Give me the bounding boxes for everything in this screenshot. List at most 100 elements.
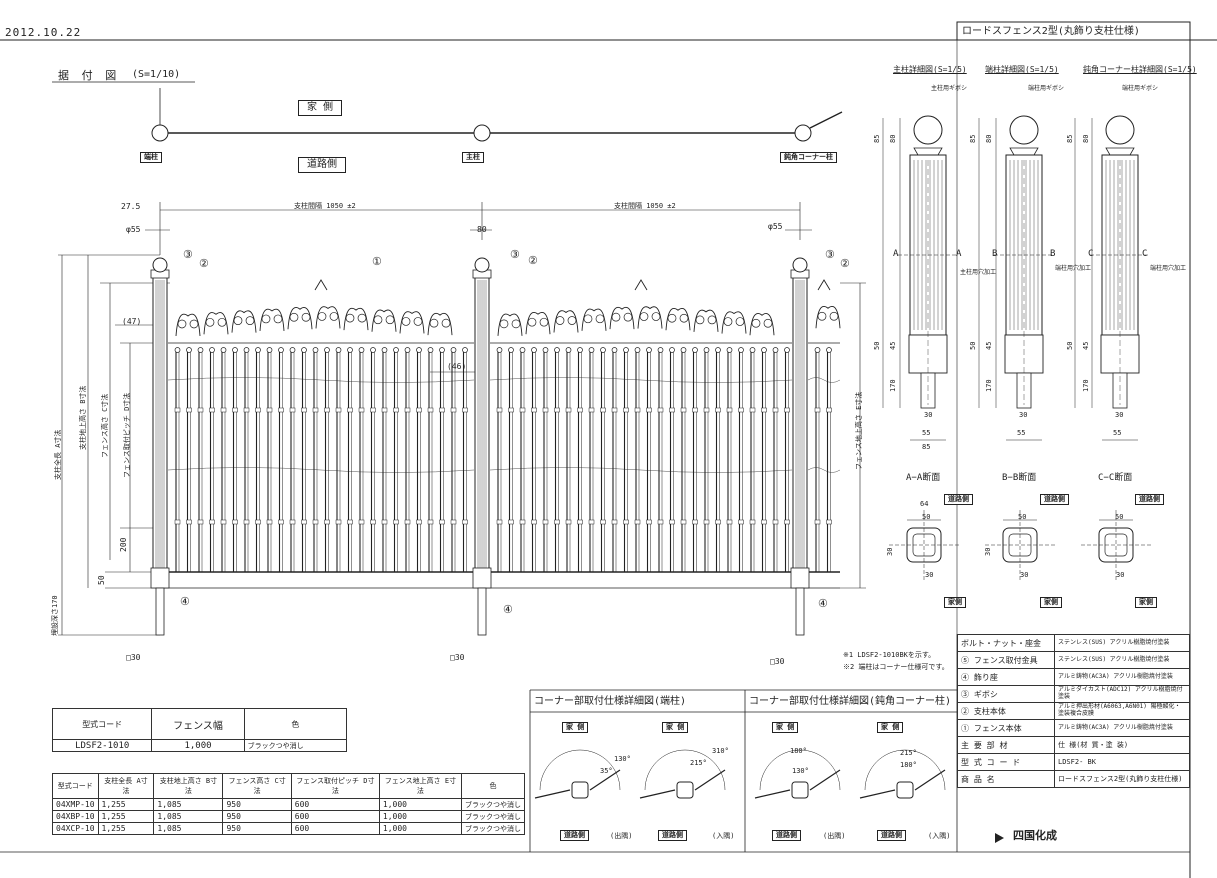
picket-collar <box>416 519 422 525</box>
picket-finial <box>623 347 629 353</box>
scroll-curl <box>205 317 215 327</box>
post-table-header: フェンス高さ C寸法 <box>222 773 292 799</box>
sec-dim-30d: 30 <box>1020 571 1029 579</box>
scroll-ornament <box>287 307 313 330</box>
picket-collar <box>232 519 238 525</box>
picket-finial <box>749 347 756 353</box>
corner-caption-2: (入隅) <box>712 832 735 840</box>
scroll-curl <box>189 319 199 329</box>
dim-d55a: 55 <box>922 429 931 437</box>
picket-collar <box>634 407 641 413</box>
corner-fence-arm <box>589 769 621 791</box>
picket-collar <box>508 407 514 413</box>
product-width: 1,000 <box>151 739 245 752</box>
sec-dim-30e: 30 <box>1116 571 1125 579</box>
dim-80: 80 <box>477 225 487 234</box>
picket-finial <box>347 347 353 353</box>
crown-ornament <box>314 279 328 291</box>
post-buried <box>477 587 487 636</box>
picket-finial <box>439 347 445 353</box>
picket-collar <box>266 519 273 525</box>
sec-dim-30c: 30 <box>984 547 992 556</box>
angle-310: 310° <box>712 747 729 755</box>
wave-line <box>167 467 475 473</box>
post-table-cell: 1,000 <box>378 798 462 811</box>
picket-collar <box>324 519 330 525</box>
picket-collar <box>715 407 721 413</box>
picket-finial <box>255 347 261 353</box>
picket-collar <box>439 407 445 413</box>
picket-collar <box>496 519 503 525</box>
dim-d30c: 30 <box>1115 411 1124 419</box>
wave-line <box>807 467 841 473</box>
post-table-cell: ブラックつや消し <box>460 822 526 835</box>
wave-line <box>489 467 793 473</box>
picket-collar <box>335 407 342 413</box>
wave-line <box>807 377 841 383</box>
corner-road-3: 道路側 <box>772 830 801 841</box>
callout-4: ④ <box>180 595 190 608</box>
picket-collar <box>220 519 227 525</box>
picket-collar <box>358 519 365 525</box>
picket-finial <box>427 347 434 353</box>
picket-collar <box>692 519 698 525</box>
corner-diagram-corner-out <box>754 749 841 799</box>
scroll-curl <box>317 312 327 321</box>
picket-finial <box>301 347 307 353</box>
angle-130b: 130° <box>792 767 809 775</box>
scroll-ornament <box>665 308 691 331</box>
post-table-cell: ブラックつや消し <box>460 810 526 823</box>
angle-215a: 215° <box>690 759 707 767</box>
parts-table-cell: アルミ鋳物(AC3A) アクリル樹脂焼付塗装 <box>1054 668 1190 686</box>
picket-finial <box>726 347 733 353</box>
scroll-curl <box>679 313 689 323</box>
scroll-curl <box>441 318 451 328</box>
post-cap-ball <box>792 257 808 273</box>
picket-collar <box>577 407 583 413</box>
picket-collar <box>427 519 434 525</box>
plan-scale: (S=1/10) <box>132 69 181 80</box>
dim-d170a: 170 <box>889 379 897 392</box>
post-table-cell: 1,085 <box>153 798 224 811</box>
dim-bury: 埋設深さ170 <box>51 595 59 636</box>
picket-collar <box>623 407 629 413</box>
corner-diagram-end-in <box>639 749 726 799</box>
cap-label-end: 端柱用ギボシ <box>1028 85 1065 92</box>
section-outline <box>906 527 942 563</box>
scroll-curl <box>273 314 283 324</box>
parts-table-row: ④ 飾り座アルミ鋳物(AC3A) アクリル樹脂焼付塗装 <box>957 668 1190 686</box>
section-cc-title: C−C断面 <box>1098 473 1133 483</box>
callout-4c: ④ <box>818 597 828 610</box>
picket-collar <box>278 519 284 525</box>
picket-collar <box>726 407 733 413</box>
picket-finial <box>703 347 710 353</box>
scroll-ornament <box>203 312 229 335</box>
post-cap-ball <box>474 257 490 273</box>
corner-fence-arm <box>694 769 726 791</box>
picket-finial <box>692 347 698 353</box>
scroll-curl <box>357 313 367 323</box>
post-base-ornament <box>790 567 810 589</box>
picket-collar <box>324 407 330 413</box>
picket-collar <box>496 407 503 413</box>
picket-collar <box>508 519 514 525</box>
parts-table-row: ③ ギボシアルミダイカスト(ADC12) アクリル樹脂焼付塗装 <box>957 685 1190 703</box>
picket-collar <box>692 407 698 413</box>
dim-d50c: 50 <box>1066 341 1074 350</box>
corner-house-1: 家 側 <box>562 722 589 733</box>
cap-label-main: 主柱用ギボシ <box>931 85 968 92</box>
picket-collar <box>266 407 273 413</box>
corner-title-left: コーナー部取付仕様詳細図(端柱) <box>534 696 687 707</box>
post-table-cell: 04XMP-10 <box>52 798 99 811</box>
angle-130a: 130° <box>614 755 631 763</box>
post-table-cell: 600 <box>290 822 380 835</box>
dim-d85c: 85 <box>1066 134 1074 143</box>
post-base-ornament <box>150 567 170 589</box>
road-side-label: 道路側 <box>298 157 346 173</box>
post-table-cell: 950 <box>222 798 292 811</box>
picket-collar <box>577 519 583 525</box>
crown-ornament <box>634 279 648 291</box>
scroll-ornament <box>231 310 257 333</box>
picket-collar <box>554 407 560 413</box>
